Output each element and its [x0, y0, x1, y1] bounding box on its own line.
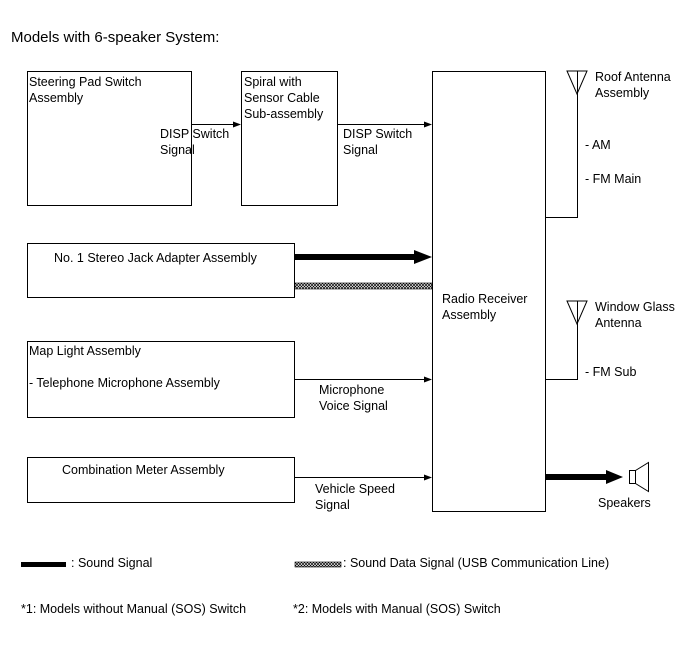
spiral-cable-box [241, 71, 338, 206]
microphone-signal-line2: Voice Signal [319, 399, 388, 413]
window-glass-antenna-label-line2: Antenna [595, 316, 642, 330]
legend-sound-data-label: : Sound Data Signal (USB Communication L… [343, 556, 610, 570]
spiral-label-line1: Spiral with [244, 75, 302, 89]
diagram-title: Models with 6-speaker System: [11, 29, 220, 46]
speaker-output-arrow [546, 470, 623, 484]
steering-pad-label-line2: Assembly [29, 91, 84, 105]
window-glass-antenna-icon [546, 300, 588, 380]
disp-signal-arrow-1 [192, 121, 241, 128]
legend-sound-data-symbol [294, 561, 342, 568]
fm-main-label: - FM Main [585, 172, 642, 186]
microphone-signal-arrow [295, 376, 432, 383]
speaker-icon [629, 461, 649, 493]
map-light-box [27, 341, 295, 418]
disp-signal-2-line2: Signal [343, 143, 378, 157]
spiral-label-line2: Sensor Cable [244, 91, 320, 105]
vehicle-speed-signal-line1: Vehicle Speed [315, 482, 395, 496]
fm-sub-label: - FM Sub [585, 365, 637, 379]
roof-antenna-label-line1: Roof Antenna [595, 70, 671, 84]
note-1: *1: Models without Manual (SOS) Switch [21, 602, 247, 616]
combination-meter-label: Combination Meter Assembly [62, 463, 225, 477]
disp-signal-1-line1: DISP Switch [160, 127, 230, 141]
legend-sound-signal-label: : Sound Signal [71, 556, 153, 570]
telephone-mic-label: - Telephone Microphone Assembly [29, 376, 220, 390]
disp-signal-1-line2: Signal [160, 143, 195, 157]
roof-antenna-label-line2: Assembly [595, 86, 650, 100]
steering-pad-label-line1: Steering Pad Switch [29, 75, 142, 89]
speakers-label: Speakers [598, 496, 651, 510]
disp-signal-2-line1: DISP Switch [343, 127, 413, 141]
vehicle-speed-signal-line2: Signal [315, 498, 350, 512]
combination-meter-box [27, 457, 295, 503]
roof-antenna-icon [546, 70, 588, 218]
legend-sound-signal-symbol [21, 562, 66, 567]
stereo-jack-label: No. 1 Stereo Jack Adapter Assembly [54, 251, 257, 265]
radio-receiver-label-line1: Radio Receiver [442, 292, 528, 306]
spiral-label-line3: Sub-assembly [244, 107, 324, 121]
am-label: - AM [585, 138, 611, 152]
stereo-jack-adapter-box [27, 243, 295, 298]
steering-pad-switch-box [27, 71, 192, 206]
microphone-signal-line1: Microphone [319, 383, 385, 397]
sound-data-signal-line [294, 282, 433, 290]
window-glass-antenna-label-line1: Window Glass [595, 300, 675, 314]
note-2: *2: Models with Manual (SOS) Switch [293, 602, 501, 616]
sound-signal-arrow [295, 250, 432, 264]
vehicle-speed-signal-arrow [295, 474, 432, 481]
map-light-label: Map Light Assembly [29, 344, 141, 358]
radio-receiver-box [432, 71, 546, 512]
radio-receiver-label-line2: Assembly [442, 308, 497, 322]
disp-signal-arrow-2 [338, 121, 432, 128]
